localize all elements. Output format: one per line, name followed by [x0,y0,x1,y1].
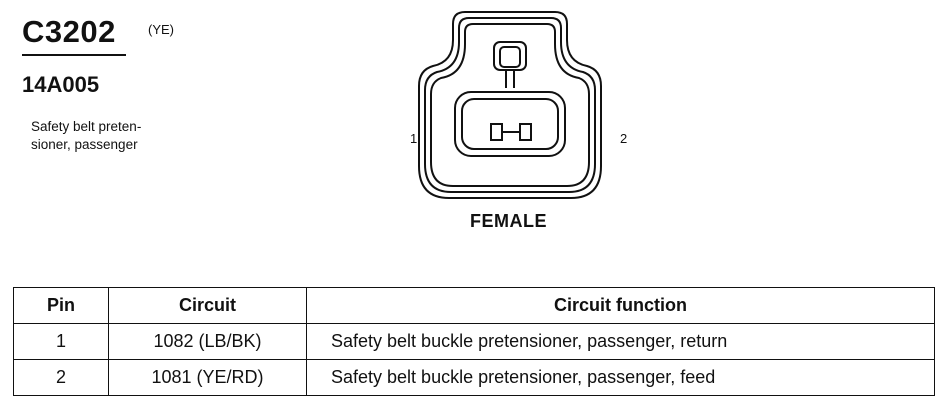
terminal-cavity-inner [461,98,559,150]
locking-tab-outer [493,41,527,71]
cell-circuit-function: Safety belt buckle pretensioner, passeng… [306,359,935,396]
cell-circuit: 1081 (YE/RD) [108,359,307,396]
connector-shell-inner-line-1 [424,17,596,193]
header-circuit: Circuit [108,287,307,324]
header-circuit-function: Circuit function [306,287,935,324]
terminal-pin-1-socket [490,123,503,141]
terminal-cavity-outer [454,91,566,157]
color-code: (YE) [148,22,174,37]
table-row: 1 1082 (LB/BK) Safety belt buckle preten… [13,323,935,360]
connector-id-underline [22,54,126,56]
connector-shell-inner-line-2 [430,23,590,187]
locking-tab-inner [499,46,521,68]
cell-circuit: 1082 (LB/BK) [108,323,307,360]
header-pin: Pin [13,287,109,324]
description: Safety belt preten- sioner, passenger [31,118,211,154]
connector-id: C3202 [22,14,116,49]
connector-gender: FEMALE [470,211,547,231]
pin-2-label: 2 [620,131,628,146]
cell-circuit-function: Safety belt buckle pretensioner, passeng… [306,323,935,360]
cell-pin: 1 [13,323,109,360]
connector-face-drawing [418,11,602,199]
cell-pin: 2 [13,359,109,396]
description-line-2: sioner, passenger [31,137,138,152]
pin-table: Pin Circuit Circuit function 1 1082 (LB/… [13,287,935,396]
connector-outer-shell [418,11,602,199]
description-line-1: Safety belt preten- [31,119,142,134]
table-row: 2 1081 (YE/RD) Safety belt buckle preten… [13,359,935,396]
part-number: 14A005 [22,72,100,97]
locking-tab-stem [505,70,515,88]
table-header-row: Pin Circuit Circuit function [13,287,935,324]
pin-1-label: 1 [410,131,418,146]
terminal-pin-2-socket [519,123,532,141]
